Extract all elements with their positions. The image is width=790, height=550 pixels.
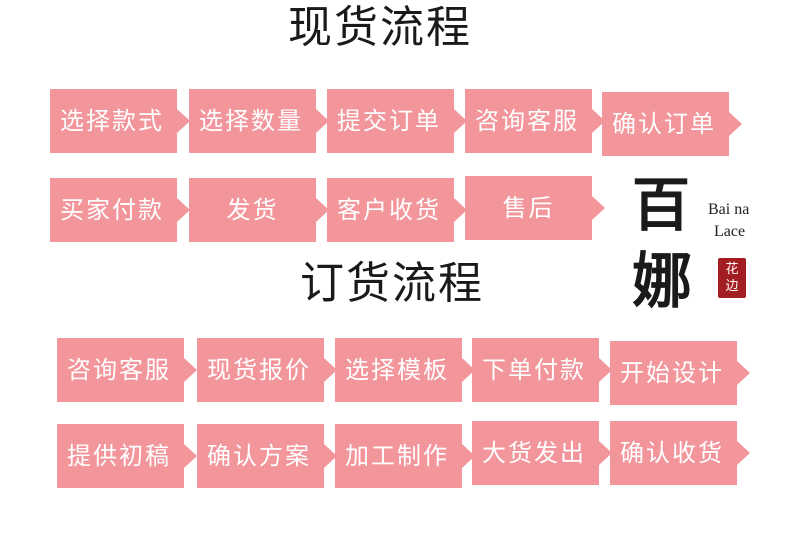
arrow-right-icon [462, 444, 475, 468]
logo-char-bai: 百 [632, 171, 691, 239]
step-label: 下单付款 [482, 356, 586, 384]
spot-step-8[interactable]: 客户收货 [327, 178, 467, 242]
step-label: 发货 [226, 196, 279, 224]
step-label: 现货报价 [207, 356, 311, 384]
arrow-right-icon [454, 109, 467, 133]
spot-step-4[interactable]: 咨询客服 [465, 89, 605, 153]
order-step-9[interactable]: 大货发出 [472, 421, 612, 485]
step-label: 开始设计 [620, 359, 724, 387]
step-label: 选择款式 [60, 107, 164, 135]
order-step-2[interactable]: 现货报价 [197, 338, 337, 402]
arrow-right-icon [599, 358, 612, 382]
step-label: 确认收货 [620, 439, 724, 467]
arrow-right-icon [454, 198, 467, 222]
order-step-1[interactable]: 咨询客服 [57, 338, 197, 402]
order-step-10[interactable]: 确认收货 [610, 421, 750, 485]
spot-flow-title: 现货流程 [288, 2, 472, 53]
order-step-4[interactable]: 下单付款 [472, 338, 612, 402]
step-label: 确认订单 [612, 110, 716, 138]
step-label: 提交订单 [337, 107, 441, 135]
brand-logo: 百 娜 Bai na Lace 花 边 [626, 172, 786, 332]
arrow-right-icon [462, 358, 475, 382]
spot-step-3[interactable]: 提交订单 [327, 89, 467, 153]
step-label: 选择数量 [199, 107, 303, 135]
order-step-8[interactable]: 加工制作 [335, 424, 475, 488]
arrow-right-icon [729, 112, 742, 136]
spot-step-7[interactable]: 发货 [189, 178, 329, 242]
arrow-right-icon [177, 109, 190, 133]
arrow-right-icon [184, 444, 197, 468]
arrow-right-icon [316, 198, 329, 222]
logo-char-na: 娜 [632, 247, 692, 317]
step-label: 买家付款 [60, 196, 164, 224]
logo-english-line-1: Bai na [708, 201, 750, 218]
spot-step-5[interactable]: 确认订单 [602, 92, 742, 156]
spot-step-2[interactable]: 选择数量 [189, 89, 329, 153]
arrow-right-icon [177, 198, 190, 222]
step-label: 确认方案 [207, 442, 311, 470]
step-label: 售后 [502, 194, 555, 222]
arrow-right-icon [737, 361, 750, 385]
arrow-right-icon [737, 441, 750, 465]
logo-english-line-2: Lace [714, 223, 746, 240]
arrow-right-icon [324, 358, 337, 382]
seal-char-1: 花 [725, 262, 739, 277]
order-flow-title: 订货流程 [300, 258, 484, 309]
arrow-right-icon [592, 109, 605, 133]
order-step-6[interactable]: 提供初稿 [57, 424, 197, 488]
order-step-5[interactable]: 开始设计 [610, 341, 750, 405]
step-label: 咨询客服 [67, 356, 171, 384]
spot-step-6[interactable]: 买家付款 [50, 178, 190, 242]
order-step-3[interactable]: 选择模板 [335, 338, 475, 402]
arrow-right-icon [184, 358, 197, 382]
spot-step-9[interactable]: 售后 [465, 176, 605, 240]
step-label: 咨询客服 [475, 107, 579, 135]
logo-seal-stamp: 花 边 [718, 258, 746, 298]
seal-char-2: 边 [725, 279, 739, 294]
arrow-right-icon [599, 441, 612, 465]
step-label: 选择模板 [345, 356, 449, 384]
spot-step-1[interactable]: 选择款式 [50, 89, 190, 153]
arrow-right-icon [592, 196, 605, 220]
step-label: 加工制作 [345, 442, 449, 470]
order-step-7[interactable]: 确认方案 [197, 424, 337, 488]
step-label: 提供初稿 [67, 442, 171, 470]
arrow-right-icon [324, 444, 337, 468]
step-label: 客户收货 [337, 196, 441, 224]
step-label: 大货发出 [482, 439, 586, 467]
arrow-right-icon [316, 109, 329, 133]
